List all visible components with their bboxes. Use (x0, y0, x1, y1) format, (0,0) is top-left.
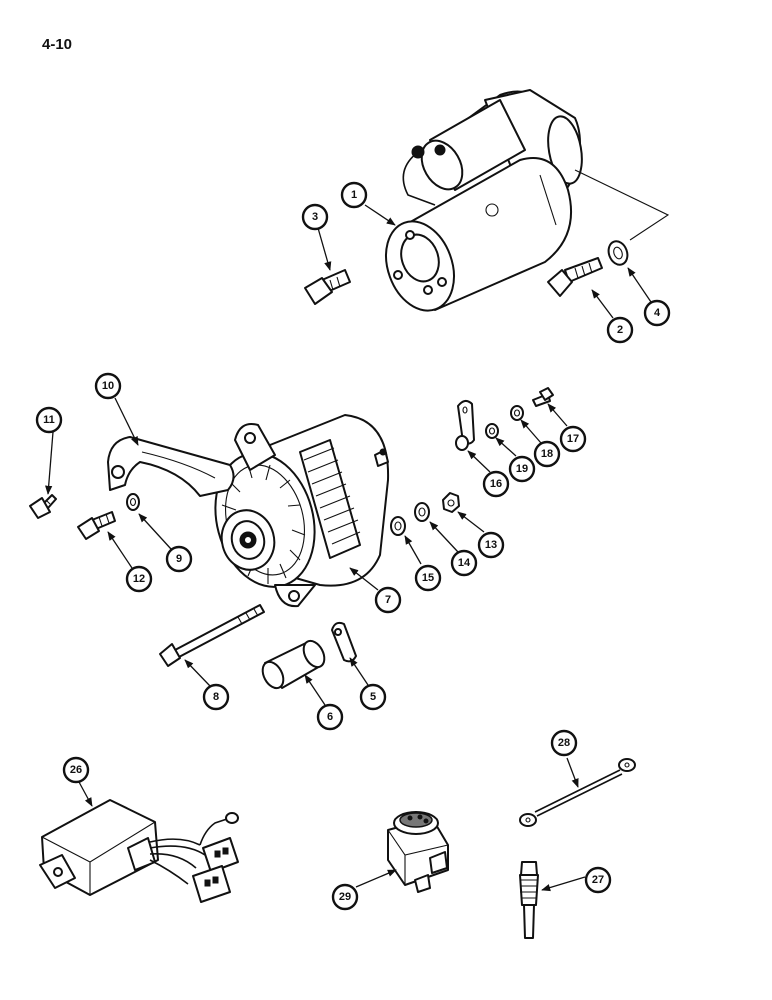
washer-15 (390, 516, 406, 536)
svg-text:29: 29 (339, 891, 351, 903)
glow-plug (519, 861, 539, 939)
svg-text:5: 5 (370, 691, 376, 703)
strap-16 (455, 400, 475, 451)
svg-text:17: 17 (567, 433, 579, 445)
starter-motor (385, 89, 583, 312)
starter-bolt (547, 257, 603, 297)
callout-13: 13 (477, 531, 505, 559)
callout-17: 17 (559, 425, 587, 453)
svg-text:26: 26 (70, 764, 82, 776)
callout-18: 18 (533, 440, 561, 468)
callout-28: 28 (550, 729, 578, 757)
svg-text:27: 27 (592, 874, 604, 886)
svg-text:4: 4 (654, 307, 661, 319)
svg-text:10: 10 (102, 380, 114, 392)
callout-15: 15 (414, 564, 442, 592)
lock-washer-14 (414, 502, 430, 522)
svg-text:3: 3 (312, 211, 318, 223)
callout-11: 11 (35, 406, 63, 434)
svg-text:19: 19 (516, 463, 528, 475)
svg-text:12: 12 (133, 573, 145, 585)
callout-14: 14 (450, 549, 478, 577)
glow-plug-control-unit (39, 799, 239, 903)
svg-text:7: 7 (385, 594, 391, 606)
callout-29: 29 (331, 883, 359, 911)
callout-3: 3 (301, 203, 329, 231)
callout-16: 16 (482, 470, 510, 498)
svg-text:15: 15 (422, 572, 434, 584)
lock-washer (607, 240, 629, 266)
callout-7: 7 (374, 586, 402, 614)
pivot-bolt (159, 604, 265, 667)
glow-plug-relay (387, 811, 449, 893)
washer-19 (485, 423, 499, 439)
svg-text:11: 11 (43, 414, 55, 426)
callout-19: 19 (508, 455, 536, 483)
alternator (214, 414, 390, 608)
bracket-bolt (29, 494, 57, 519)
callout-6: 6 (316, 703, 344, 731)
callout-27: 27 (584, 866, 612, 894)
page-number: 4-10 (42, 36, 73, 53)
svg-text:6: 6 (327, 711, 333, 723)
ground-cable (519, 758, 636, 827)
flat-washer (126, 493, 140, 511)
svg-text:13: 13 (485, 539, 497, 551)
lifting-eye (331, 621, 357, 663)
callout-4: 4 (643, 299, 671, 327)
adjusting-bracket (107, 436, 235, 497)
flange-bolt (77, 511, 116, 540)
leader-lines (45, 204, 652, 892)
washer-18 (510, 405, 524, 421)
spacer-sleeve (261, 639, 326, 690)
callout-1: 1 (340, 181, 368, 209)
callout-2: 2 (606, 316, 634, 344)
terminal-nut (442, 492, 460, 513)
svg-text:2: 2 (617, 324, 623, 336)
svg-text:14: 14 (458, 557, 471, 569)
bolt-17 (532, 387, 554, 407)
callout-9: 9 (165, 545, 193, 573)
starter-stud-bolt (304, 269, 351, 305)
svg-text:16: 16 (490, 478, 502, 490)
svg-text:8: 8 (213, 691, 219, 703)
callout-8: 8 (202, 683, 230, 711)
svg-text:28: 28 (558, 737, 570, 749)
svg-text:9: 9 (176, 553, 182, 565)
callout-5: 5 (359, 683, 387, 711)
svg-text:1: 1 (351, 189, 357, 201)
callout-26: 26 (62, 756, 90, 784)
callout-10: 10 (94, 372, 122, 400)
svg-text:18: 18 (541, 448, 553, 460)
callout-12: 12 (125, 565, 153, 593)
